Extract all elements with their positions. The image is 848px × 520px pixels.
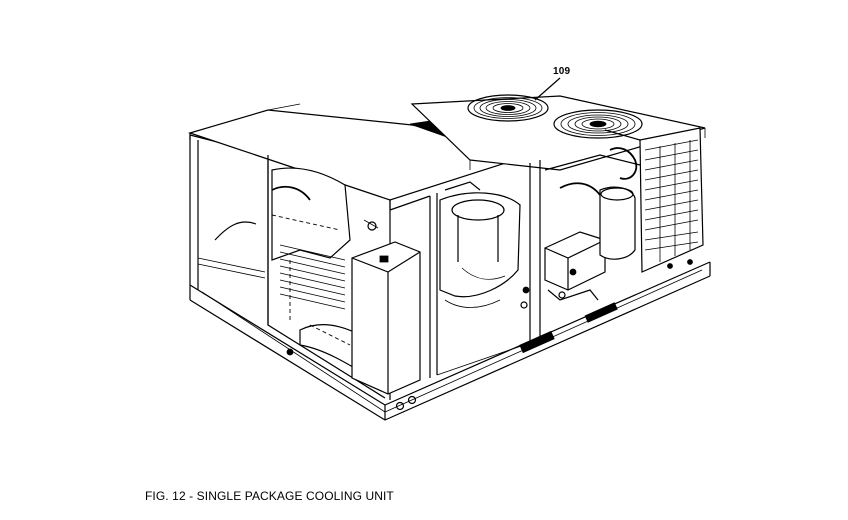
blower-assembly bbox=[439, 181, 530, 309]
callout-leader-line bbox=[534, 77, 561, 101]
base-hole bbox=[667, 263, 673, 269]
base-rail bbox=[189, 259, 711, 421]
base-hole bbox=[407, 395, 417, 405]
condenser-fan-grille bbox=[553, 109, 643, 139]
evaporator-coil bbox=[271, 167, 384, 387]
callout-number-109: 109 bbox=[553, 66, 571, 77]
control-box bbox=[351, 219, 421, 395]
condenser-fan-grille bbox=[467, 94, 549, 122]
condenser-coil bbox=[604, 127, 704, 273]
left-end-frame bbox=[189, 134, 269, 325]
base-slot-front bbox=[519, 330, 555, 354]
base-hole bbox=[286, 348, 294, 356]
compressor-section bbox=[544, 147, 641, 301]
base-hole bbox=[687, 259, 693, 265]
base-hole bbox=[395, 401, 405, 411]
base-slot-right bbox=[584, 302, 618, 323]
figure-caption: FIG. 12 - SINGLE PACKAGE COOLING UNIT bbox=[145, 489, 394, 503]
